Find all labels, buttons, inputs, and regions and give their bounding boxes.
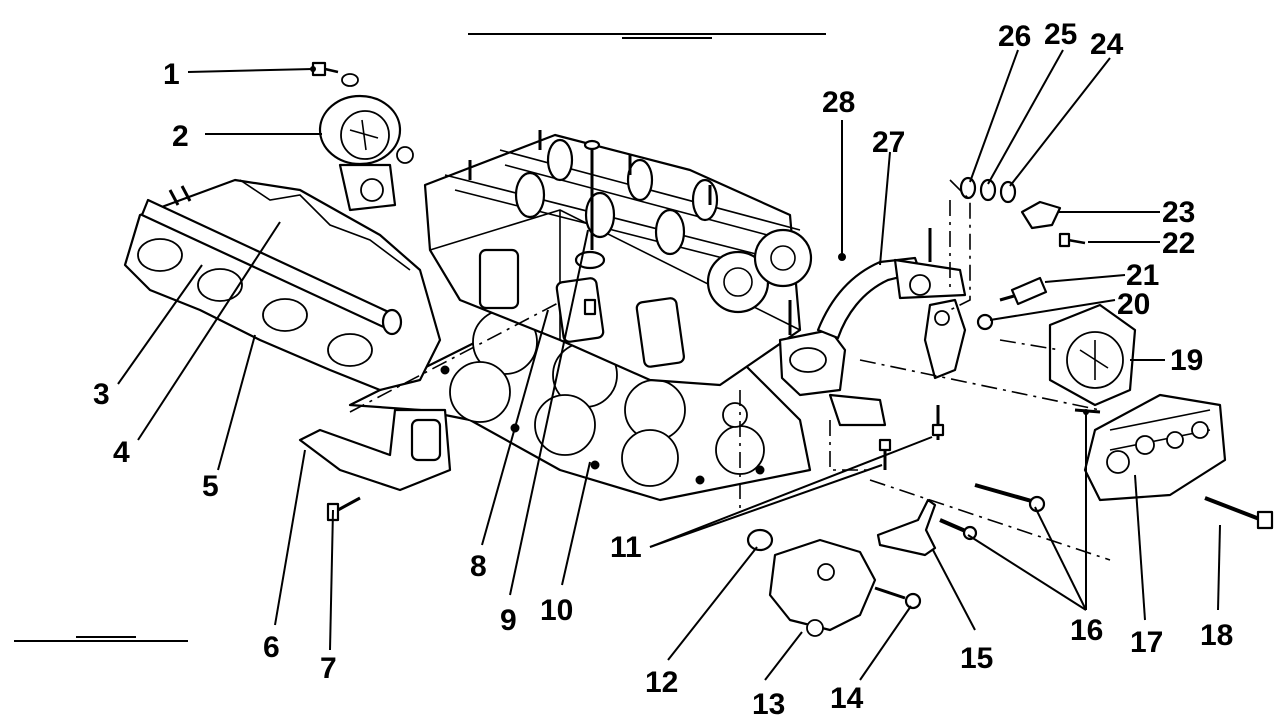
timing-belt-tensioner: [318, 94, 414, 212]
callout-26: 26: [998, 20, 1031, 53]
callout-25: 25: [1044, 18, 1077, 51]
callout-13: 13: [752, 688, 785, 720]
callout-10: 10: [540, 594, 573, 627]
alignment-lines: [349, 179, 1111, 561]
distributor-housing: [1083, 393, 1227, 502]
water-inlet-pipe: [768, 538, 877, 637]
callout-17: 17: [1130, 626, 1163, 659]
callout-15: 15: [960, 642, 993, 675]
fuel-rail: [140, 185, 403, 336]
callout-23: 23: [1162, 196, 1195, 229]
callout-6: 6: [263, 631, 280, 664]
callout-22: 22: [1162, 227, 1195, 260]
callout-5: 5: [202, 470, 219, 503]
callout-1: 1: [163, 58, 180, 91]
long-bolt-18: [1204, 496, 1274, 530]
callout-20: 20: [1117, 288, 1150, 321]
callout-2: 2: [172, 120, 189, 153]
callout-12: 12: [645, 666, 678, 699]
callout-24: 24: [1090, 28, 1124, 61]
bottom-left-rule: [14, 636, 188, 642]
callout-7: 7: [320, 652, 337, 685]
sensor-housing: [1020, 200, 1062, 230]
plug: [746, 528, 774, 552]
sensor-bolt: [1058, 232, 1086, 248]
callout-14: 14: [830, 682, 864, 715]
hose-bracket: [876, 498, 937, 557]
top-rule: [468, 33, 826, 39]
callout-16: 16: [1070, 614, 1103, 647]
drain-bolt: [874, 586, 922, 610]
o-ring-set: [959, 176, 1017, 204]
coolant-outlet-housing: [778, 228, 967, 427]
leader-dots: [310, 66, 1089, 415]
callout-4: 4: [113, 436, 130, 469]
callout-19: 19: [1170, 344, 1203, 377]
callout-11: 11: [610, 531, 642, 564]
callout-8: 8: [470, 550, 487, 583]
outlet-branch: [923, 298, 967, 380]
callout-27: 27: [872, 126, 905, 159]
thermostat-housing: [1048, 303, 1137, 407]
sensor-washer: [976, 313, 994, 331]
coolant-temperature-sensor: [999, 276, 1048, 306]
callout-18: 18: [1200, 619, 1233, 652]
callout-3: 3: [93, 378, 110, 411]
head-bolts-11: [878, 405, 945, 470]
tensioner-bolt: [311, 61, 359, 87]
manifold-bracket: [298, 408, 452, 492]
leader-lines: [117, 49, 1221, 681]
callout-labels: 1 2 3 4 5 6 7 8 9 10 11 12 13 14 15 16 1…: [93, 18, 1233, 720]
long-bolts-16: [939, 408, 1101, 541]
callout-28: 28: [822, 86, 855, 119]
cylinder-head: [423, 130, 813, 387]
callout-21: 21: [1126, 259, 1159, 292]
callout-9: 9: [500, 604, 517, 637]
